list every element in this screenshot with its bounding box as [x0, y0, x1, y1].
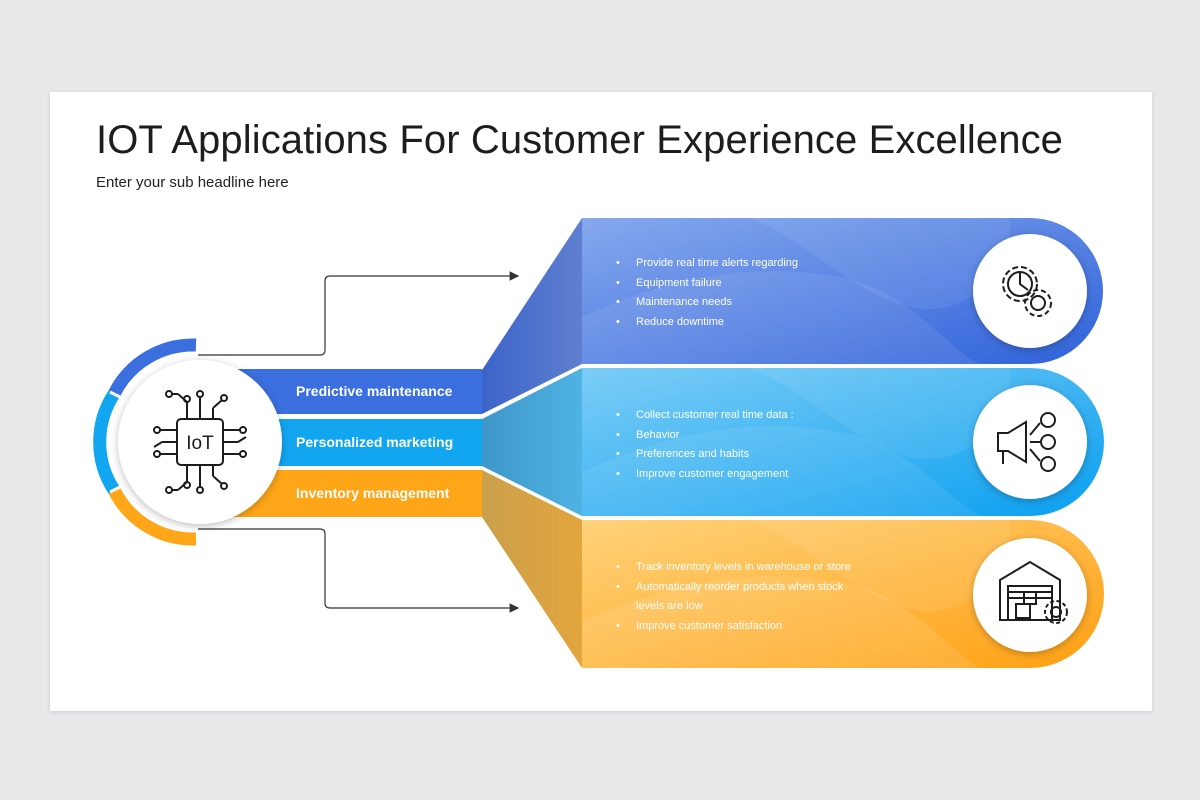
- list-item: Collect customer real time data :: [616, 406, 876, 426]
- hub-ring-arc-orange: [108, 487, 197, 546]
- list-item: Improve customer engagement: [616, 465, 876, 485]
- warehouse-gear-icon: [999, 560, 1068, 624]
- band-label-personalized-marketing: Personalized marketing: [296, 434, 454, 450]
- page-title: IOT Applications For Customer Experience…: [96, 118, 1064, 162]
- list-item: Provide real time alerts regarding: [616, 254, 876, 274]
- bullet-list-predictive-maintenance: Provide real time alerts regarding Equip…: [616, 254, 876, 332]
- trapezoid-connector-blue: [482, 218, 582, 414]
- list-item: Behavior: [616, 426, 876, 446]
- iot-chip-icon: [153, 390, 247, 494]
- hub-ring-arc-cyan: [93, 389, 120, 495]
- hub-ring-arc-blue: [108, 338, 197, 397]
- list-item: Preferences and habits: [616, 445, 876, 465]
- list-item: Track inventory levels in warehouse or s…: [616, 558, 856, 578]
- connector-arrow-bottom: [198, 528, 520, 613]
- gears-icon: [1002, 266, 1052, 317]
- megaphone-customers-icon: [997, 412, 1056, 472]
- connector-arrow-top: [198, 271, 520, 356]
- list-item: Reduce downtime: [616, 313, 876, 333]
- icon-circle-warehouse: [973, 538, 1087, 652]
- hub-circle: [118, 360, 282, 524]
- list-item: Maintenance needs: [616, 293, 876, 313]
- hub-chip-label: IoT: [186, 433, 214, 454]
- band-label-predictive-maintenance: Predictive maintenance: [296, 383, 453, 399]
- list-item: Automatically reorder products when stoc…: [616, 578, 856, 617]
- trapezoid-connector-cyan: [482, 368, 582, 516]
- bullet-list-inventory-management: Track inventory levels in warehouse or s…: [616, 558, 856, 636]
- band-label-inventory-management: Inventory management: [296, 485, 450, 501]
- slide: IOT Applications For Customer Experience…: [50, 92, 1152, 711]
- list-item: Equipment failure: [616, 274, 876, 294]
- trapezoid-connector-orange: [482, 470, 582, 668]
- bullet-list-personalized-marketing: Collect customer real time data : Behavi…: [616, 406, 876, 484]
- page-subtitle: Enter your sub headline here: [96, 174, 289, 191]
- list-item: Improve customer satisfaction: [616, 617, 856, 637]
- iot-diagram: IoT: [93, 218, 1104, 668]
